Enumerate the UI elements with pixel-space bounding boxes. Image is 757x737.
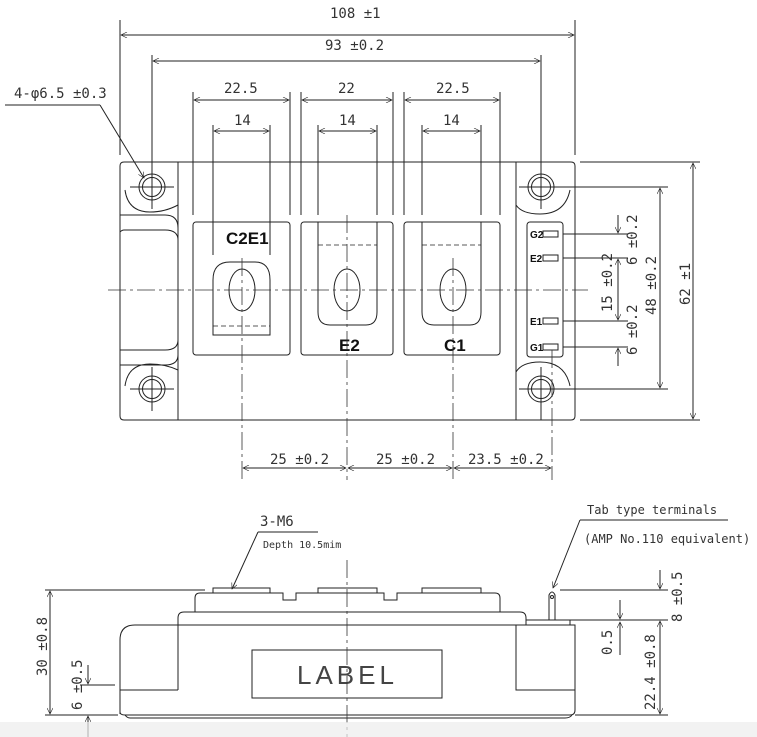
dim-text: 4-φ6.5 ±0.3	[14, 86, 107, 102]
base-outline	[119, 624, 576, 716]
dim-text: 22.4 ±0.8	[643, 634, 659, 710]
terminal-block-c2e1	[192, 221, 291, 356]
dim-text: 0.5	[600, 630, 616, 655]
dim-text: 62 ±1	[678, 263, 694, 305]
terminal-e2	[317, 222, 378, 326]
dim-text: 15 ±0.2	[600, 253, 616, 312]
note-text: Tab type terminals	[587, 503, 717, 517]
dim-text: 6 ±0.2	[625, 304, 641, 355]
terminal-c2e1	[212, 261, 271, 336]
upper-body-outline	[120, 611, 575, 691]
terminal-label: E2	[339, 336, 360, 355]
terminal-label: C2E1	[226, 229, 269, 248]
tab-pins	[542, 230, 559, 351]
gate-label: G2	[530, 230, 544, 241]
dim-text: 22	[338, 81, 355, 97]
dim-text: 22.5	[436, 81, 470, 97]
hole-crosshairs	[130, 165, 563, 420]
terminal-c1	[421, 222, 482, 326]
dim-text: 8 ±0.5	[670, 571, 686, 622]
dim-text: 22.5	[224, 81, 258, 97]
top-view: C2E1 E2 C1 G2 E2 E1 G1 108 ±1 93 ±0.2	[5, 6, 700, 480]
side-view: LABEL 3-M6 Depth 10.5mim Tab type termin…	[35, 503, 750, 737]
mounting-holes	[130, 165, 563, 420]
dim-text: 48 ±0.2	[644, 256, 660, 315]
dim-text: 6 ±0.5	[70, 659, 86, 710]
note-text: (AMP No.110 equivalent)	[584, 532, 750, 546]
top-plateau	[194, 592, 501, 612]
left-ear-outline	[119, 214, 179, 366]
gate-label: G1	[530, 343, 544, 354]
dim-text: 25 ±0.2	[270, 452, 329, 468]
terminal-label: C1	[444, 336, 466, 355]
note-text: Depth 10.5mim	[263, 540, 341, 551]
dim-text: 14	[339, 113, 356, 129]
gate-terminal-area	[526, 221, 564, 358]
dim-text: 6 ±0.2	[625, 214, 641, 265]
gate-label: E2	[530, 254, 543, 265]
tab-terminal	[548, 591, 556, 620]
label-text: LABEL	[297, 660, 398, 690]
terminal-block-c1	[403, 221, 501, 356]
bottom-band	[0, 722, 757, 737]
dim-text: 25 ±0.2	[376, 452, 435, 468]
dim-text: 30 ±0.8	[35, 617, 51, 676]
dim-text: 14	[234, 113, 251, 129]
terminal-caps	[212, 587, 482, 593]
base-outline	[119, 161, 576, 421]
base-bottom-edge	[124, 714, 573, 719]
gate-label: E1	[530, 317, 543, 328]
note-text: 3-M6	[260, 514, 294, 530]
ear-arcs	[124, 189, 571, 387]
dim-text: 23.5 ±0.2	[468, 452, 544, 468]
dimensions: 108 ±1 93 ±0.2 22.5 22 22.5 14 14 14 4-φ…	[5, 6, 700, 468]
tab-hole	[550, 595, 554, 599]
centerline	[241, 258, 553, 480]
dim-text: 93 ±0.2	[325, 38, 384, 54]
side-dimensions: 30 ±0.8 6 ±0.5 8 ±0.5 0.5 22.4 ±0.8	[35, 570, 686, 737]
dim-text: 108 ±1	[330, 6, 381, 22]
gate-terminals: G2 E2 E1 G1	[530, 230, 559, 354]
dim-text: 14	[443, 113, 460, 129]
